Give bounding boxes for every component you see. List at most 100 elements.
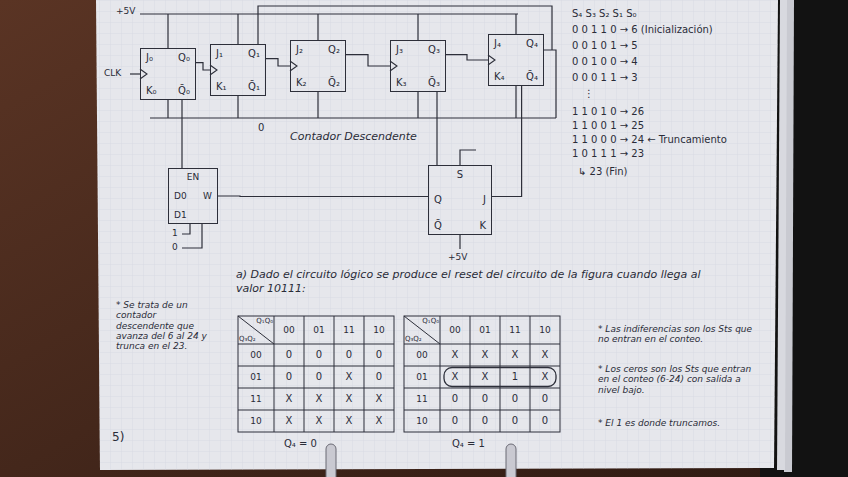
kmap-cell: 1: [512, 371, 518, 383]
kmap-cell: 0: [542, 393, 548, 405]
supply-label: +5V: [116, 6, 135, 16]
label-box: 10: [238, 410, 274, 432]
kmap-header: 01: [479, 325, 490, 335]
kmap-cell: X: [316, 393, 323, 405]
label-box: X: [500, 344, 530, 366]
kmap-cell: 0: [452, 393, 458, 405]
paper-sheet: [96, 0, 778, 470]
label-box: X: [530, 344, 560, 366]
clock-triangle: [140, 69, 147, 79]
label-box: 1 1 0 0 1 → 25: [572, 120, 644, 132]
pin-label: Q̄₄: [526, 71, 538, 83]
kmap-header: 11: [343, 325, 354, 335]
pin-label: J₄: [494, 38, 501, 50]
kmap-header: 00: [449, 325, 460, 335]
label-box: 0: [470, 410, 500, 432]
label-box: 11: [404, 388, 440, 410]
jk-flip-flop: J₁Q₁K₁Q̄₁: [210, 44, 266, 96]
set-wire: [460, 150, 476, 165]
side-note: * Los ceros son los Sts que entran en el…: [598, 364, 751, 395]
pin-label: K₀: [146, 85, 157, 97]
kmap-cell: 0: [512, 415, 518, 427]
clock-wire: [130, 73, 140, 74]
pin-label: J₃: [396, 44, 403, 56]
pin-label: Q₁: [248, 48, 260, 60]
label-box: X: [334, 388, 364, 410]
label-box: 0 0 1 0 1 → 5: [572, 40, 638, 52]
label-box: X: [304, 410, 334, 432]
kmap-cell: X: [346, 393, 353, 405]
kmap-diagonal: [404, 316, 440, 344]
kmap-diagonal: [238, 316, 274, 344]
kmap-title: Q₄ = 0: [284, 438, 317, 449]
kmap-cell: X: [482, 371, 489, 383]
kmap-header: 00: [250, 350, 261, 360]
pin-label: K₃: [396, 77, 407, 89]
label-box: 1 0 1 1 1 → 23: [572, 148, 644, 160]
label-box: 0: [440, 388, 470, 410]
supply-drop: [168, 14, 516, 48]
label-box: X: [440, 344, 470, 366]
paper-grid: [96, 0, 778, 470]
pin-label: J: [483, 194, 486, 206]
label-box: ↳ 23 (Fin): [578, 166, 627, 178]
pin-label: Q̄₀: [178, 85, 190, 97]
jk-flip-flop: SQJQ̄K: [428, 165, 492, 235]
state-table-row: 0 0 0 1 1 → 3: [572, 72, 638, 83]
wire-connector: [346, 55, 390, 66]
kmap-axis: Q₃Q₂: [405, 335, 422, 343]
side-note: * Las indiferencias son los Sts que no e…: [598, 324, 752, 344]
kmap-cell: 0: [376, 371, 382, 383]
pin-label: Q₄: [526, 38, 538, 50]
kmap-cell: X: [512, 349, 519, 361]
multiplexer-box: END0D1W: [168, 168, 218, 224]
signal-label: 0: [258, 122, 264, 133]
label-box: 0 0 1 0 0 → 4: [572, 56, 638, 68]
label-box: * El 1 es donde truncamos.: [598, 418, 763, 428]
label-box: 5): [112, 430, 124, 445]
label-box: Q₁Q₀: [251, 317, 273, 325]
state-table-row: 0 0 1 0 0 → 4: [572, 56, 638, 67]
kmap-border: [404, 316, 560, 432]
pin-label: W: [203, 191, 212, 201]
kmap-header: 10: [373, 325, 384, 335]
label-box: 11: [334, 316, 364, 344]
label-box: 10: [404, 410, 440, 432]
label-box: X: [334, 366, 364, 388]
pin-label: Q̄₁: [248, 81, 260, 93]
label-box: X: [470, 344, 500, 366]
pin-label: Q₀: [178, 52, 190, 64]
label-box: X: [530, 366, 560, 388]
clock-triangle: [488, 55, 495, 65]
state-table-row: 1 1 0 0 1 → 25: [572, 120, 644, 131]
pin-label: Q̄₃: [428, 77, 440, 89]
kmap-axis: Q₁Q₀: [422, 317, 439, 325]
clock-triangle: [290, 61, 297, 71]
jk-flip-flop: J₀ Q₀ K₀ Q̄₀: [140, 48, 196, 100]
kmap-grouping: [444, 368, 556, 387]
label-box: 1: [500, 366, 530, 388]
label-box: 0: [500, 410, 530, 432]
label-box: CLK: [104, 68, 121, 78]
label-box: 01: [404, 366, 440, 388]
kmap-cell: 0: [316, 371, 322, 383]
pin-label: Q̄₂: [328, 77, 340, 89]
pin-label: D0: [174, 191, 187, 201]
kmap-header: 11: [416, 394, 427, 404]
signal-label: CLK: [104, 68, 121, 78]
label-box: Q₄ = 0: [284, 438, 317, 450]
kmap-cell: 0: [452, 415, 458, 427]
state-table-row: 0 0 1 1 0 → 6 (Inicialización): [572, 24, 713, 35]
page-stack: [777, 0, 787, 470]
wire-connector: [266, 59, 290, 66]
kmap-grid: [440, 316, 530, 432]
circuit-caption: Contador Descendente: [290, 130, 417, 143]
wire-connector: [492, 86, 522, 197]
pin-label: D1: [174, 210, 187, 220]
pin-label: J₀: [146, 52, 153, 64]
kmap-header: 10: [539, 325, 550, 335]
kmap-cell: 0: [542, 415, 548, 427]
label-box: X: [364, 388, 394, 410]
